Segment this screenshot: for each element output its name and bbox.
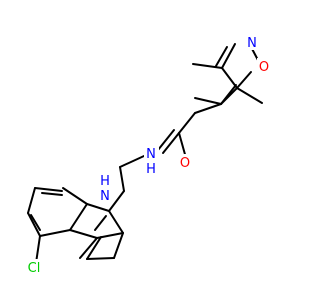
bond (94, 215, 107, 231)
bond (27, 212, 41, 237)
bond (221, 67, 238, 89)
atom-label-hydrogen: H (100, 174, 110, 189)
bond (86, 203, 110, 212)
bond (35, 235, 41, 264)
bond (69, 229, 98, 239)
bond (79, 237, 98, 259)
bond (221, 43, 236, 69)
bonds (27, 43, 263, 264)
label-background (178, 154, 193, 170)
bond (194, 97, 222, 105)
bond (192, 63, 223, 69)
atom-labels: N O O N H H N Cl (22, 34, 272, 276)
bond (86, 257, 115, 260)
bond (236, 71, 252, 89)
bond (108, 190, 125, 212)
bond (236, 87, 263, 104)
bond (34, 187, 63, 192)
bond (69, 203, 88, 231)
atom-label-nitrogen: N (100, 189, 110, 204)
label-background (245, 34, 260, 50)
bond (27, 187, 36, 214)
label-background (257, 58, 272, 74)
molecule-structure-diagram: N O O N H H N Cl (22, 34, 272, 276)
bond (215, 46, 228, 67)
bond (178, 112, 196, 134)
label-background (22, 259, 46, 275)
atom-label-oxygen: O (259, 60, 269, 75)
atom-label-oxygen: O (180, 156, 190, 171)
bond (178, 132, 187, 159)
bond (39, 229, 71, 237)
label-background (144, 145, 159, 161)
bond (41, 192, 63, 196)
atom-label-chlorine: Cl (28, 261, 41, 276)
bond (86, 236, 102, 260)
atom-label-nitrogen: N (247, 36, 257, 51)
label-background (98, 172, 113, 188)
bond (194, 103, 222, 114)
bond (62, 187, 88, 205)
atom-label-nitrogen: N (146, 147, 156, 162)
bond (96, 232, 124, 239)
atom-label-hydrogen: H (146, 162, 156, 177)
bond (162, 132, 180, 154)
bond (30, 214, 41, 231)
bond (108, 210, 124, 234)
bond (157, 129, 175, 151)
bond (119, 166, 125, 192)
label-background (144, 160, 159, 176)
bond (113, 232, 124, 259)
bond (220, 87, 238, 105)
bond (119, 155, 145, 168)
label-background (98, 187, 113, 203)
